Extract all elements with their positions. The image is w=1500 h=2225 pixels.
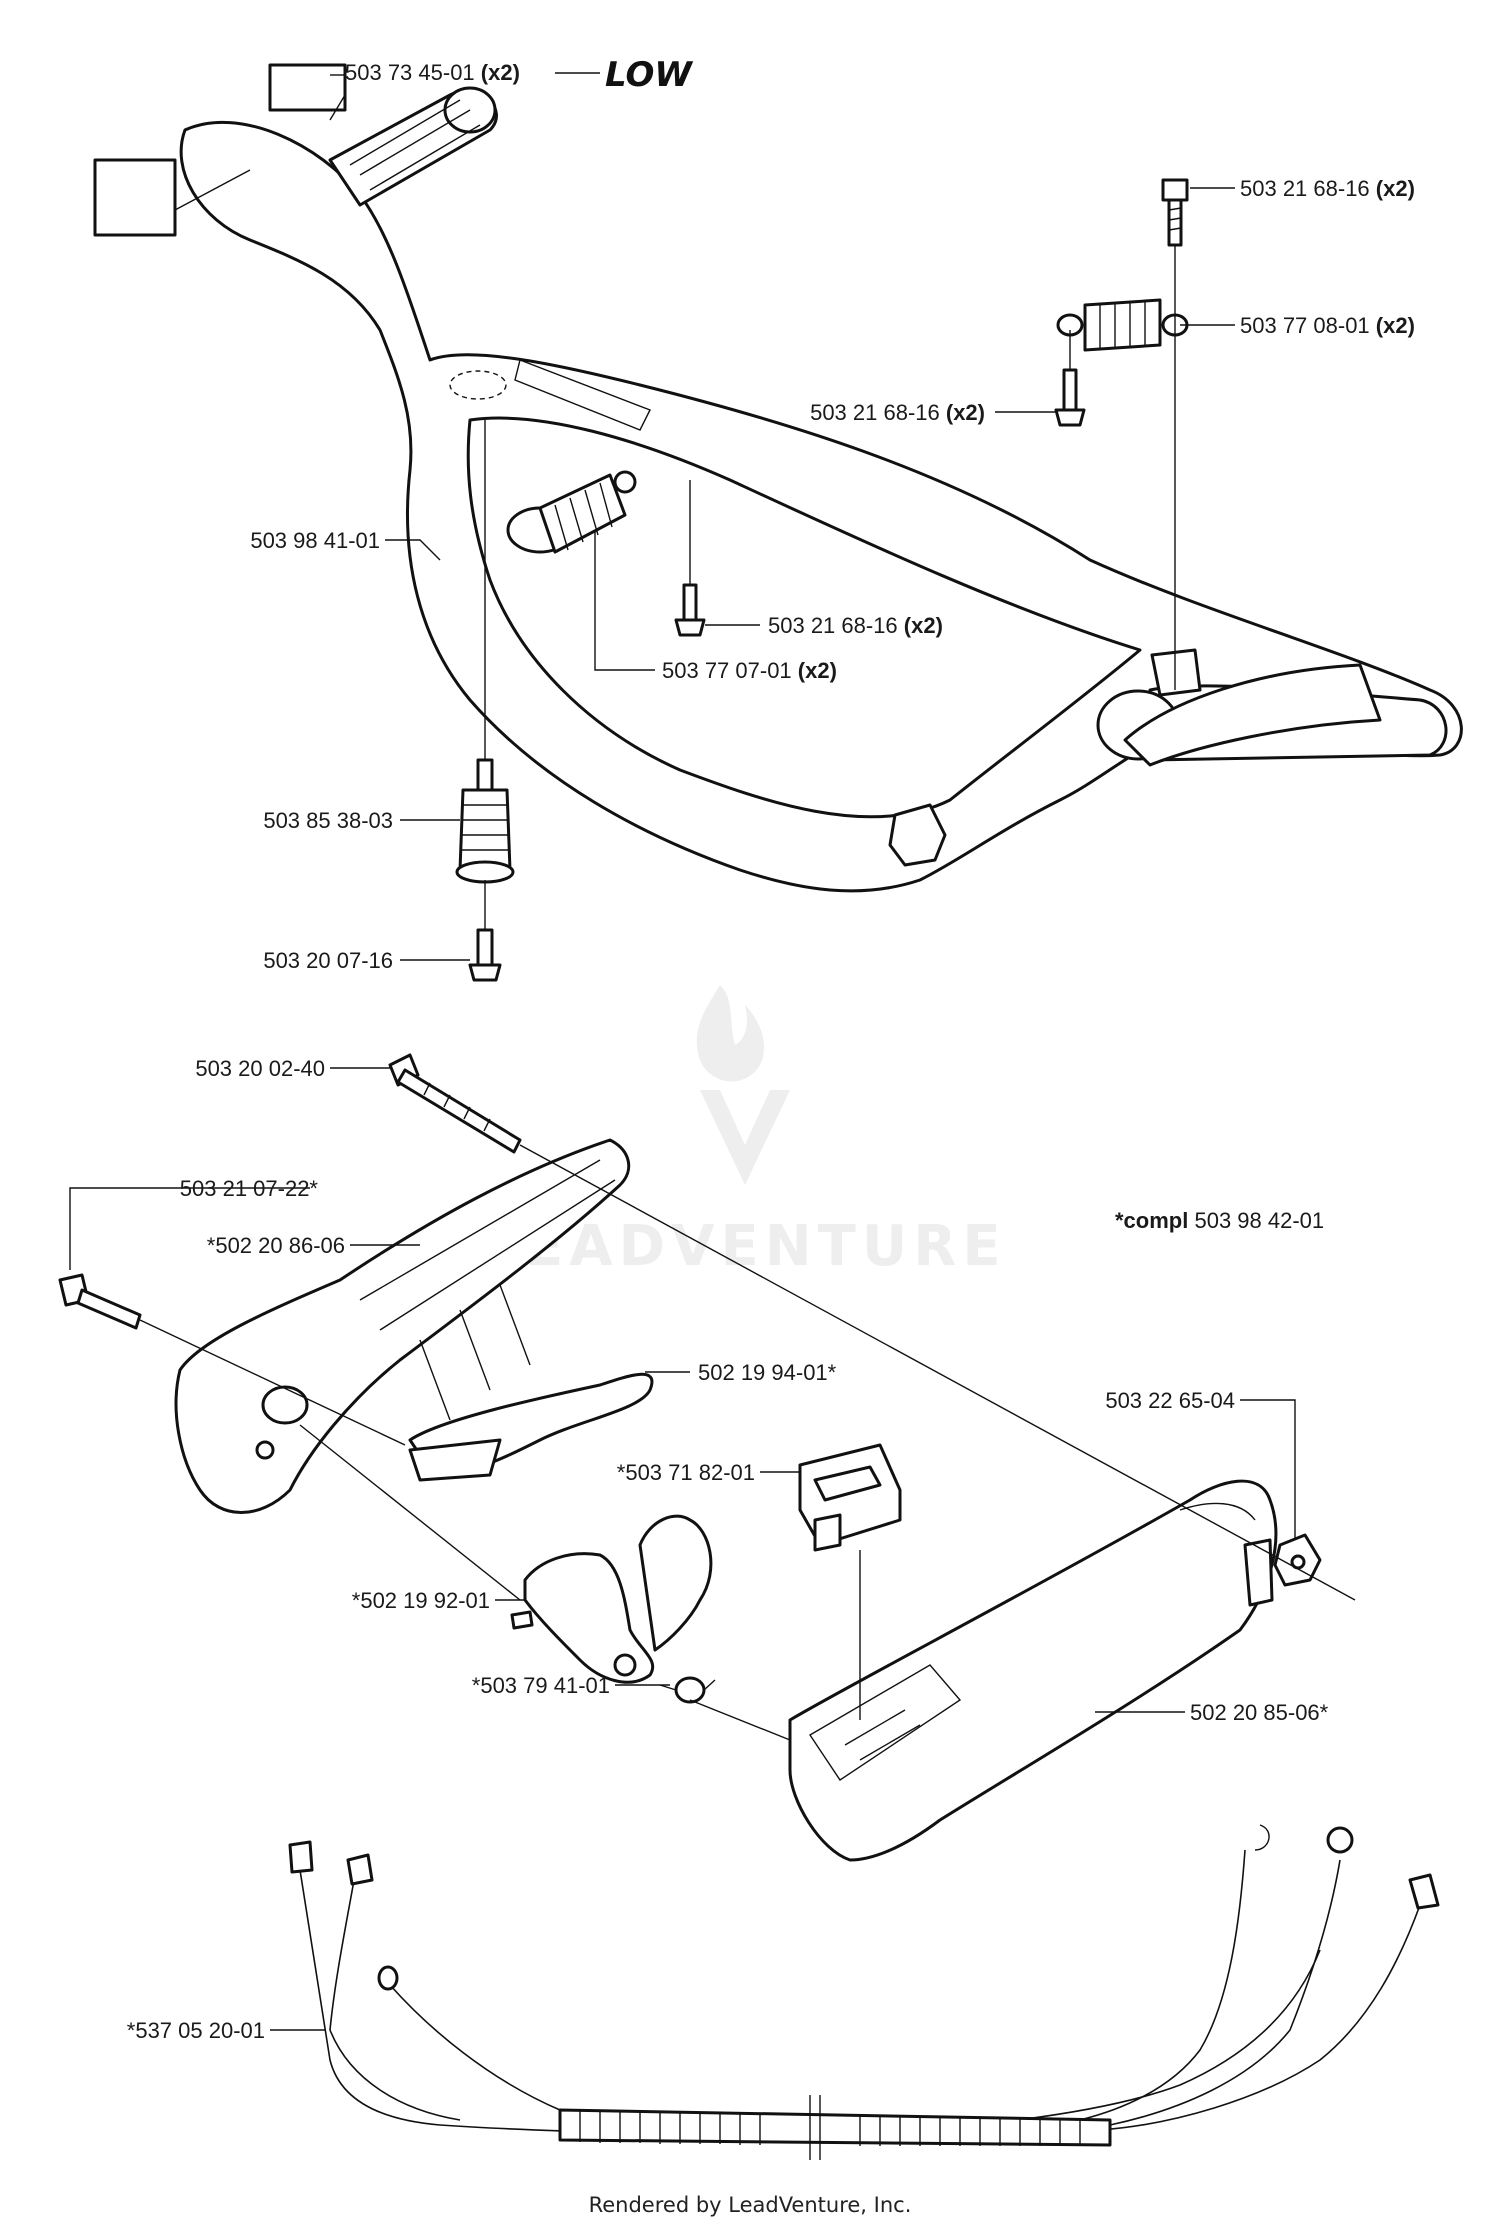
throttle-trigger (510, 1514, 713, 1684)
callout-buffer: 503 85 38-03 (263, 808, 393, 833)
callout-screw-top-right: 503 21 68-16 (x2) (1240, 176, 1415, 201)
callout-handle-right-half: 502 20 85-06* (1190, 1700, 1329, 1725)
connector-icon (377, 1965, 399, 1991)
callout-stop-switch: *503 71 82-01 (617, 1460, 755, 1485)
assembly-lines-middle (139, 1144, 1356, 1741)
long-screw (388, 1053, 522, 1154)
compl-note: *compl 503 98 42-01 (1115, 1208, 1324, 1233)
callout-spring-top-right: 503 77 08-01 (x2) (1240, 313, 1415, 338)
connector-icon (1408, 1873, 1440, 1910)
screw-rear (58, 1273, 142, 1330)
screw-buffer (468, 928, 502, 982)
stop-switch (798, 1443, 902, 1552)
decal-square (93, 158, 177, 237)
callout-screw-rear: 503 21 07-22* (180, 1176, 319, 1201)
callout-trigger-spring: *503 79 41-01 (472, 1673, 610, 1698)
screw-center (674, 583, 706, 637)
footer-credit: Rendered by LeadVenture, Inc. (589, 2193, 912, 2217)
handle-left-half (174, 1138, 631, 1514)
hook-terminal-icon (1254, 1824, 1270, 1851)
callout-throttle-trigger: *502 19 92-01 (352, 1588, 490, 1613)
decals (93, 63, 347, 237)
decal-square (268, 63, 347, 112)
spring-center (506, 470, 637, 554)
callout-screw-center: 503 21 68-16 (x2) (768, 613, 943, 638)
nut (1273, 1533, 1322, 1587)
handle-bar (179, 120, 1463, 893)
callout-handle-left-half: *502 20 86-06 (207, 1233, 345, 1258)
screw-top-right (1161, 178, 1189, 247)
wire-harness (288, 1824, 1440, 2160)
ring-terminal-icon (1326, 1826, 1354, 1854)
low-logo: LOW (605, 55, 693, 95)
callout-handle-bar: 503 98 41-01 (250, 528, 380, 553)
callout-decal: 503 73 45-01 (x2) (345, 60, 520, 85)
connector-icon (288, 1840, 314, 1874)
callout-throttle-lock: 502 19 94-01* (698, 1360, 837, 1385)
wire-sleeve (558, 2108, 1112, 2147)
trigger-spring (659, 1676, 716, 1704)
connector-icon (346, 1853, 374, 1886)
v-logo-icon (700, 1090, 790, 1185)
grip (328, 86, 498, 207)
callout-leaders (69, 72, 1296, 2031)
spring-top-right (1056, 298, 1189, 352)
handle-right-half (788, 1479, 1278, 1862)
callout-wire-harness: *537 05 20-01 (127, 2018, 265, 2043)
callout-screw-mid-right: 503 21 68-16 (x2) (810, 400, 985, 425)
assembly-lines-top (484, 245, 1176, 930)
callout-nut: 503 22 65-04 (1105, 1388, 1235, 1413)
callout-screw-buffer: 503 20 07-16 (263, 948, 393, 973)
screw-mid-right (1054, 368, 1086, 427)
throttle-lock (408, 1372, 654, 1482)
callout-spring-center: 503 77 07-01 (x2) (662, 658, 837, 683)
flame-logo-icon (696, 985, 765, 1082)
buffer (455, 758, 515, 884)
callout-long-screw: 503 20 02-40 (195, 1056, 325, 1081)
